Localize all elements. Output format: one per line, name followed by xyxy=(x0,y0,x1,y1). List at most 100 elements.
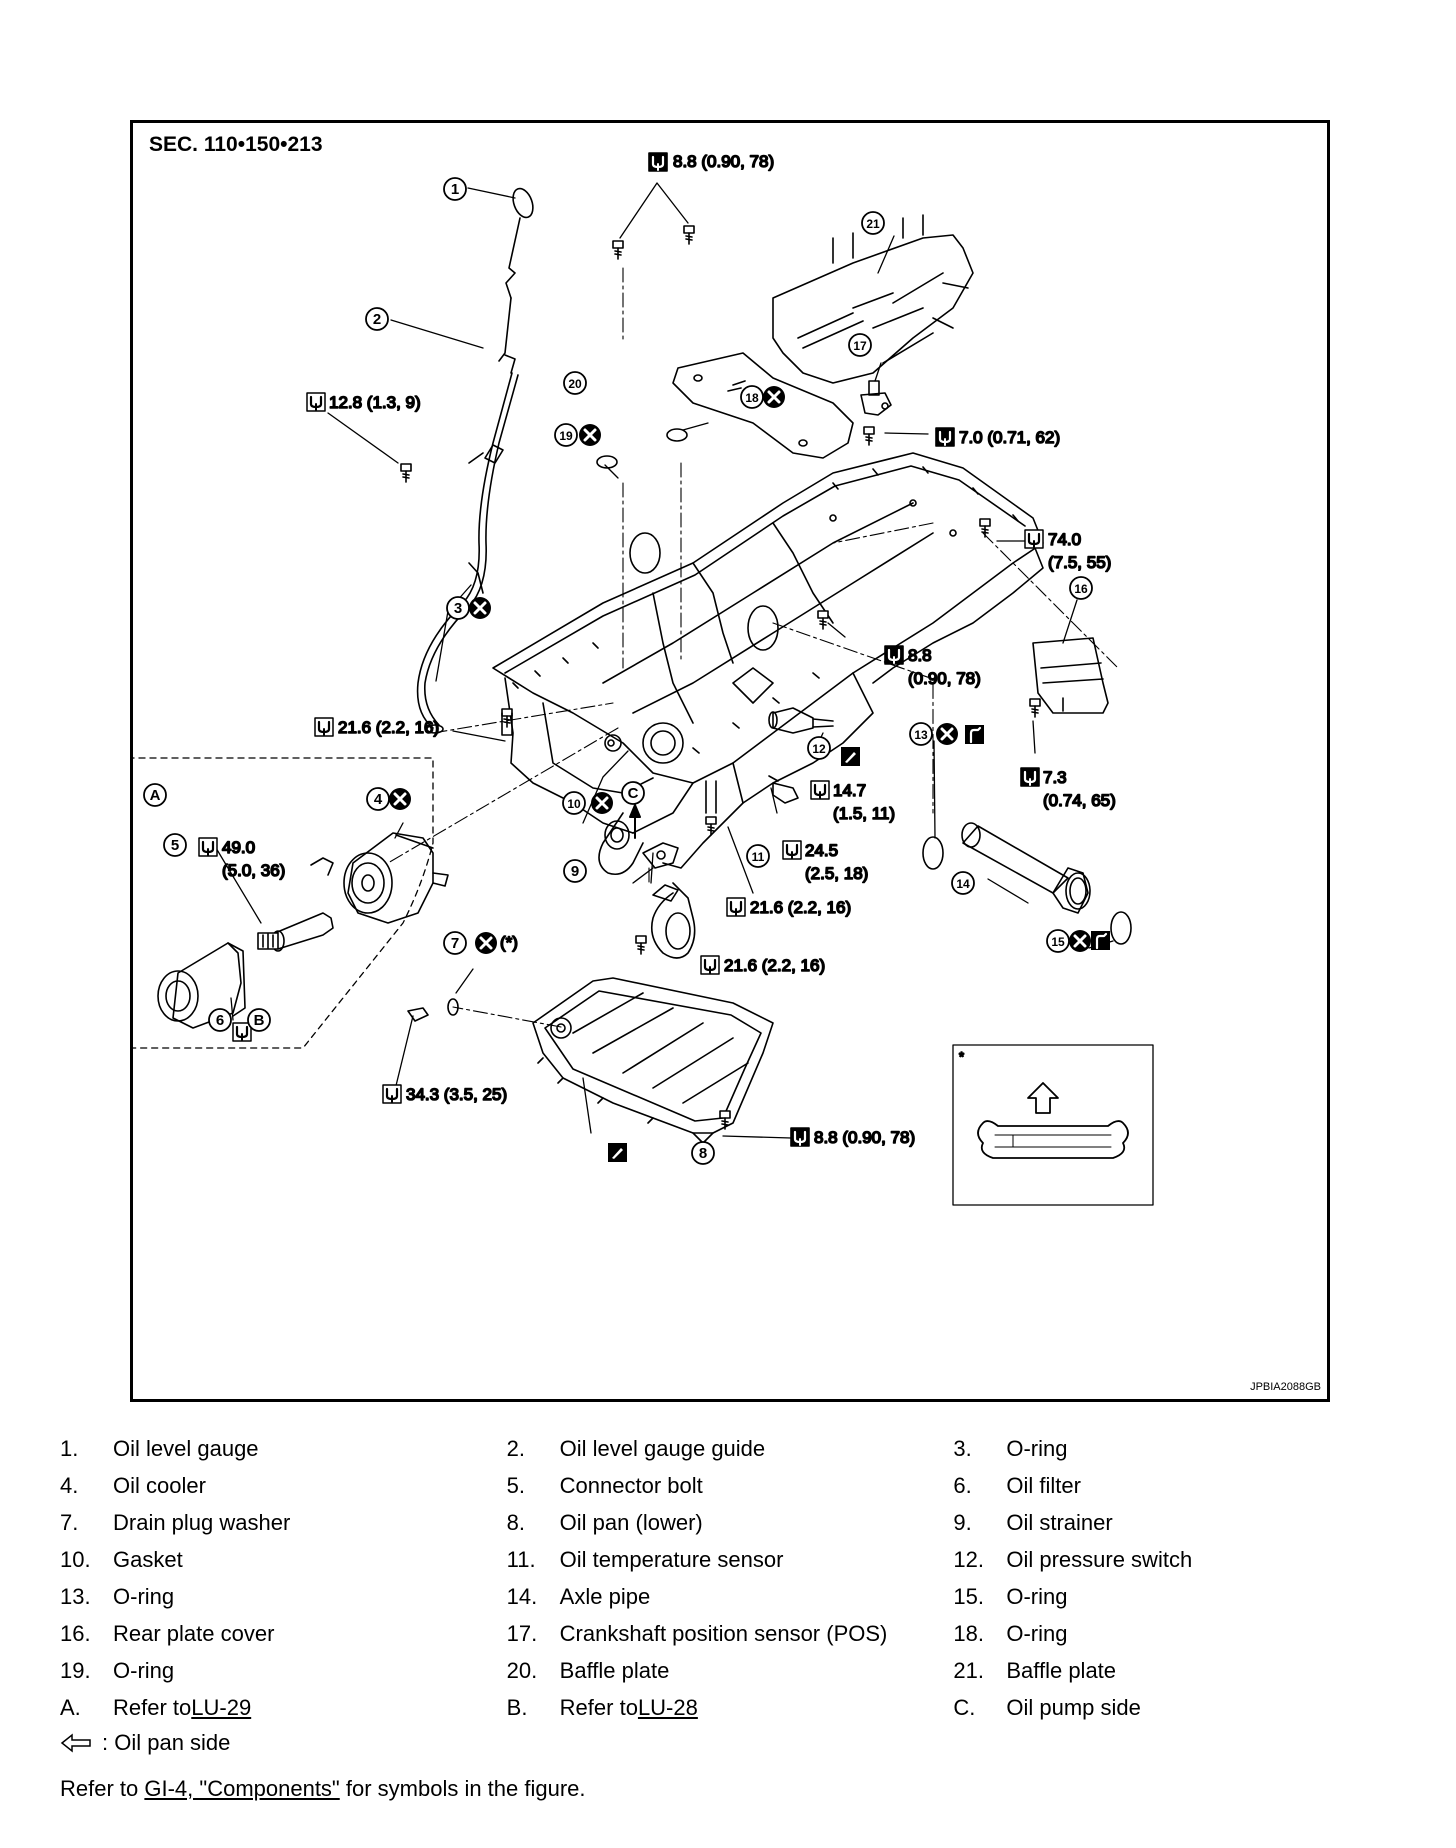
legend-item: 20.Baffle plate xyxy=(507,1658,954,1684)
legend-text: Oil strainer xyxy=(1006,1509,1113,1535)
legend-ref-link[interactable]: LU-29 xyxy=(191,1694,252,1720)
legend-key: 1. xyxy=(60,1435,79,1461)
legend-item: 3. O-ring xyxy=(953,1436,1400,1462)
legend-item: 6. Oil filter xyxy=(953,1473,1400,1499)
legend-item: 9. Oil strainer xyxy=(953,1510,1400,1536)
legend-key: 13. xyxy=(60,1583,91,1609)
inset-star: * xyxy=(959,1049,964,1064)
legend-key: 3. xyxy=(953,1435,972,1461)
legend-text: O-ring xyxy=(113,1583,175,1609)
callout-number: 19 xyxy=(559,429,573,443)
legend-item: 2.Oil level gauge guide xyxy=(507,1436,954,1462)
legend-item: 14.Axle pipe xyxy=(507,1584,954,1610)
callout-number: 7 xyxy=(451,935,459,952)
oil-cooler-assembly-drawing xyxy=(157,832,449,1029)
callout-19: 19 xyxy=(554,423,578,447)
arrow-to-c xyxy=(629,804,641,839)
legend-key: A. xyxy=(60,1694,81,1720)
callout-number: 6 xyxy=(216,1012,224,1029)
callout-number: 15 xyxy=(1051,935,1065,949)
callout-c: C xyxy=(621,781,645,805)
figure-id: JPBIA2088GB xyxy=(1250,1381,1321,1393)
callout-number: 10 xyxy=(567,797,581,811)
legend-text: Baffle plate xyxy=(1006,1657,1117,1683)
legend-item: C. Oil pump side xyxy=(953,1695,1400,1721)
callout-13: 13 xyxy=(909,722,933,746)
legend-key: B. xyxy=(506,1694,528,1720)
legend-text: Oil pump side xyxy=(1006,1694,1141,1720)
legend-text: Oil cooler xyxy=(113,1472,206,1498)
torque-label-pos-sensor: 7.0 (0.71, 62) xyxy=(959,428,1060,447)
torque-label-temp-sensor-a: 24.5 xyxy=(805,841,838,860)
legend-text: Gasket xyxy=(113,1546,183,1572)
legend-text: O-ring xyxy=(1006,1435,1068,1461)
legend-key: 18. xyxy=(953,1620,984,1646)
callout-16: 16 xyxy=(1069,576,1093,600)
legend-item: 1.Oil level gauge xyxy=(60,1436,507,1462)
callout-b: B xyxy=(247,1008,271,1032)
oil-level-gauge-drawing xyxy=(416,187,534,734)
callout-number: 14 xyxy=(956,877,970,891)
legend-key: 19. xyxy=(60,1657,91,1683)
legend-key: 9. xyxy=(953,1509,972,1535)
legend-key: C. xyxy=(953,1694,976,1720)
callout-number: 11 xyxy=(752,850,765,864)
refer-note-suffix: for symbols in the figure. xyxy=(339,1776,586,1801)
assembly-centerlines xyxy=(387,267,1119,1028)
gi4-components-link[interactable]: GI-4, "Components" xyxy=(144,1776,340,1801)
legend-text: Refer to xyxy=(113,1694,192,1720)
legend-text: Oil level gauge guide xyxy=(559,1435,766,1461)
callout-number: 2 xyxy=(373,311,381,328)
legend-key: 16. xyxy=(60,1620,91,1646)
legend-ref-link[interactable]: LU-28 xyxy=(637,1694,698,1720)
callout-7: 7 xyxy=(443,931,467,955)
callout-15: 15 xyxy=(1046,929,1070,953)
torque-label-rear-bolt-a: 74.0 xyxy=(1048,530,1081,549)
legend-item: 4.Oil cooler xyxy=(60,1473,507,1499)
legend-key: 5. xyxy=(506,1472,526,1498)
torque-label-connector-bolt-b: (5.0, 36) xyxy=(222,861,285,880)
diagram-frame: SEC. 110•150•213 xyxy=(130,120,1330,1402)
legend-text: Axle pipe xyxy=(559,1583,651,1609)
callout-3: 3 xyxy=(446,596,470,620)
torque-label-connector-bolt-a: 49.0 xyxy=(222,838,255,857)
callout-number: 17 xyxy=(853,339,867,353)
torque-label-pressure-switch-b: (1.5, 11) xyxy=(833,804,895,823)
legend-text: Drain plug washer xyxy=(113,1509,291,1535)
callout-number: 4 xyxy=(374,791,383,808)
callout-12: 12 xyxy=(807,736,831,760)
torque-label-drain-plug: 34.3 (3.5, 25) xyxy=(406,1085,507,1104)
torque-label-stud: 21.6 (2.2, 16) xyxy=(338,718,439,737)
callout-14: 14 xyxy=(951,871,975,895)
refer-note: Refer to GI-4, "Components" for symbols … xyxy=(60,1776,586,1802)
callout-number: 1 xyxy=(451,181,459,198)
legend-text: Oil temperature sensor xyxy=(559,1546,784,1572)
callout-number: B xyxy=(254,1012,265,1029)
lower-oil-pan-drawing xyxy=(532,977,774,1144)
oil-strainer-drawing xyxy=(642,842,696,959)
legend-item: 12.Oil pressure switch xyxy=(953,1547,1400,1573)
legend-text: Crankshaft position sensor (POS) xyxy=(559,1620,888,1646)
callout-number: 13 xyxy=(914,728,928,742)
legend-item: 10.Gasket xyxy=(60,1547,507,1573)
legend-item: 17.Crankshaft position sensor (POS) xyxy=(507,1621,954,1647)
inset-a-boundary xyxy=(133,757,434,1049)
legend-text: Oil filter xyxy=(1006,1472,1081,1498)
refer-note-prefix: Refer to xyxy=(60,1776,145,1801)
callout-18: 18 xyxy=(740,385,764,409)
axle-pipe-drawing xyxy=(922,822,1132,945)
callout-17: 17 xyxy=(848,333,872,357)
legend-key: 6. xyxy=(953,1472,972,1498)
callout-21: 21 xyxy=(861,211,885,235)
legend-item: 11.Oil temperature sensor xyxy=(507,1547,954,1573)
legend-item: 7.Drain plug washer xyxy=(60,1510,507,1536)
callout-4: 4 xyxy=(366,787,390,811)
torque-label-temp-sensor-b: (2.5, 18) xyxy=(805,864,868,883)
leader-lines xyxy=(215,182,1114,1139)
oil-pan-side-note: : Oil pan side xyxy=(60,1730,230,1756)
